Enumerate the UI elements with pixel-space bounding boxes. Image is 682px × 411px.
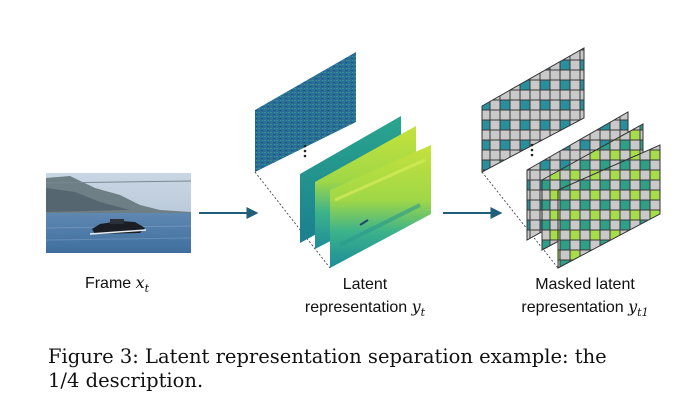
latent-stack xyxy=(254,52,431,269)
masked-label-line2: representation yt1 xyxy=(521,297,649,320)
latent-variable: yt xyxy=(411,297,426,320)
frame-label: Frame xt xyxy=(62,272,172,300)
caption-line-2: 1/4 description. xyxy=(48,369,204,392)
masked-latent-stack xyxy=(481,47,661,269)
latent-label-line1: Latent xyxy=(342,276,388,293)
frame-label-prefix: Frame xyxy=(84,275,136,292)
caption-line-1: Figure 3: Latent representation separati… xyxy=(48,345,607,368)
masked-label: Masked latent representation yt1 xyxy=(490,274,680,324)
vertical-ellipsis-icon xyxy=(530,143,534,157)
frame-photo xyxy=(45,173,192,253)
frame-variable: xt xyxy=(135,273,150,296)
masked-label-line1: Masked latent xyxy=(535,276,635,293)
figure-caption: Figure 3: Latent representation separati… xyxy=(48,345,678,393)
vertical-ellipsis-icon xyxy=(303,144,307,158)
masked-variable: yt1 xyxy=(628,297,649,320)
latent-label-line2: representation yt xyxy=(304,297,426,320)
latent-label: Latent representation yt xyxy=(270,274,460,324)
